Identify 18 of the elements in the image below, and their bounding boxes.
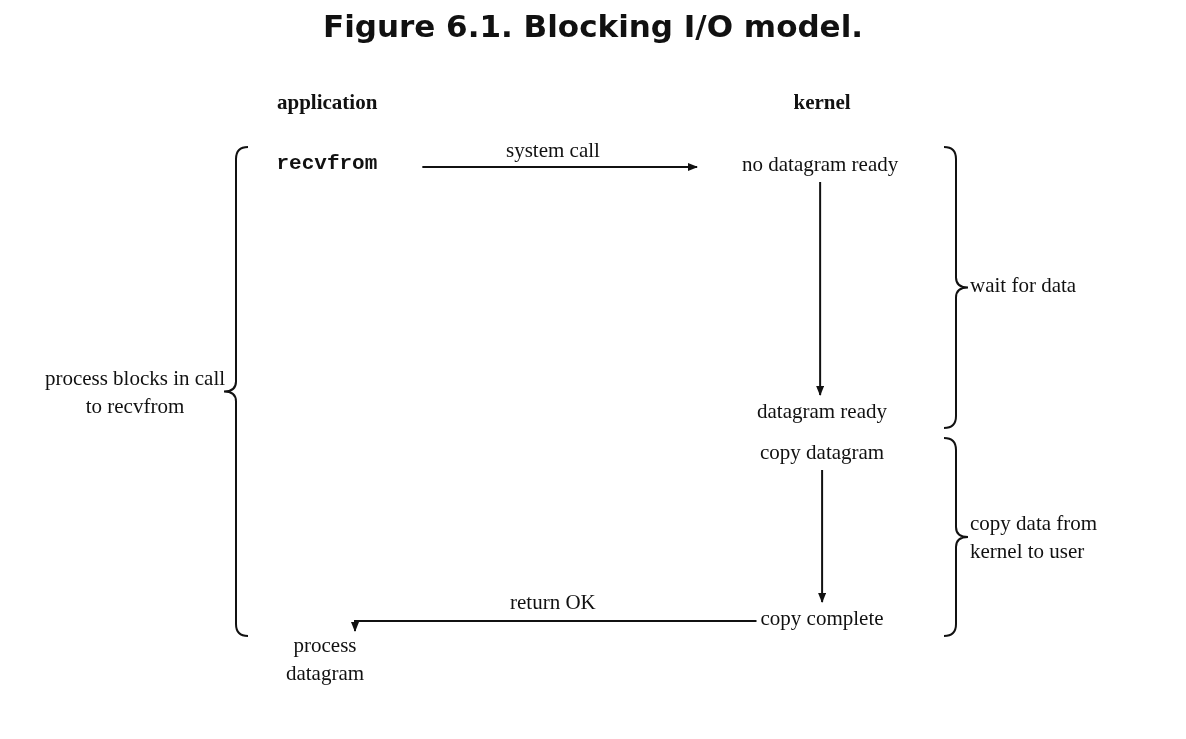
figure-title: Figure 6.1. Blocking I/O model. bbox=[321, 8, 865, 44]
arrow bbox=[816, 181, 825, 396]
step-text: datagram ready bbox=[757, 397, 887, 425]
arrow bbox=[421, 163, 698, 171]
edge-label: return OK bbox=[510, 589, 596, 616]
step-text: copy datagram bbox=[760, 438, 885, 466]
bracket-note: process blocks in call to recvfrom bbox=[43, 365, 227, 420]
step-text: process datagram bbox=[270, 631, 380, 687]
column-heading: application bbox=[277, 89, 378, 116]
bracket-note: copy data from kernel to user bbox=[970, 510, 1099, 565]
arrow bbox=[818, 469, 827, 603]
step-text: copy complete bbox=[760, 604, 884, 632]
column-heading: kernel bbox=[793, 89, 851, 116]
step-text: no datagram ready bbox=[742, 150, 899, 178]
bracket-note: wait for data bbox=[970, 272, 1077, 299]
step-text: recvfrom bbox=[276, 150, 378, 178]
arrow bbox=[351, 620, 758, 632]
edge-label: system call bbox=[506, 137, 600, 164]
